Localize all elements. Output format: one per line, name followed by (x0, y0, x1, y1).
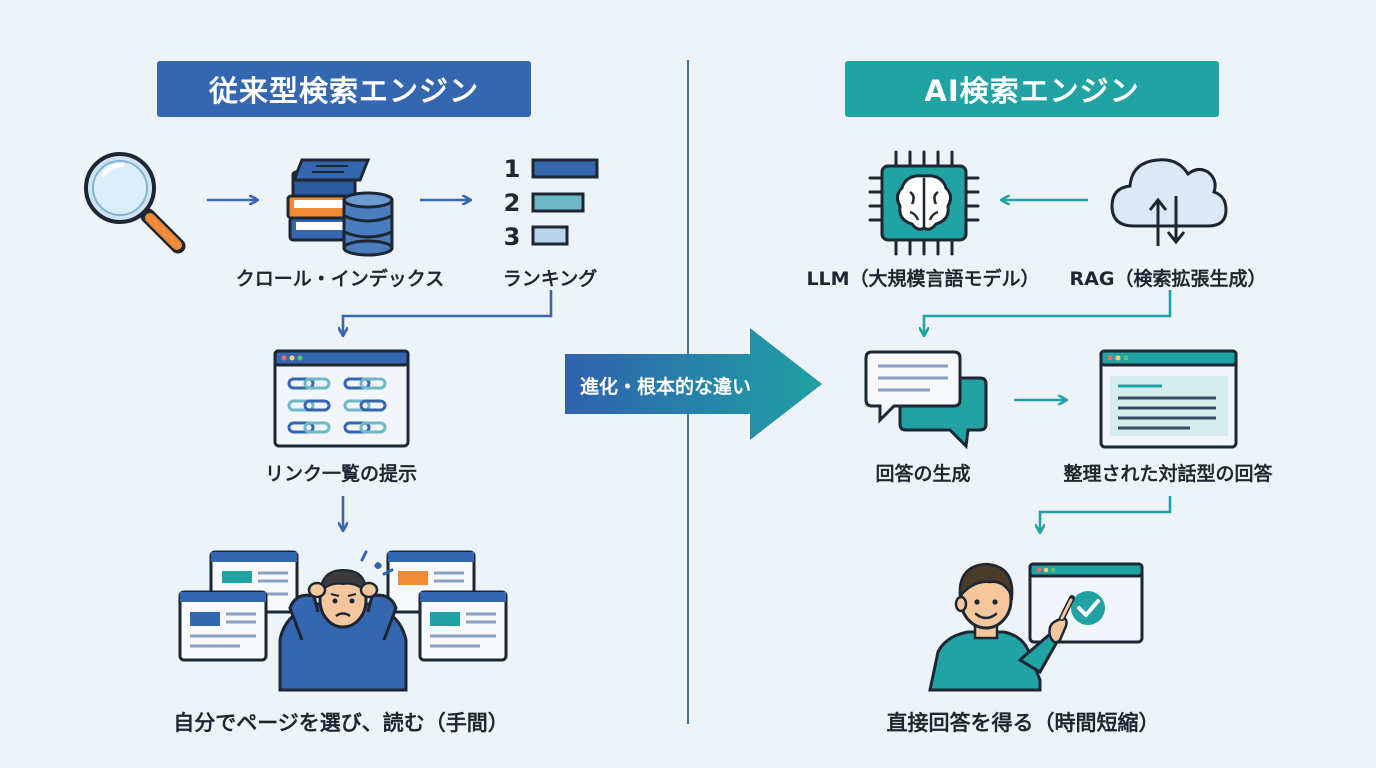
rank-number-2: 2 (503, 189, 521, 217)
web-page-icon (178, 550, 508, 662)
direct-answer-label: 直接回答を得る（時間短縮） (886, 711, 1160, 735)
link-list-browser-icon (273, 349, 410, 448)
arrow-ranking-to-links (343, 290, 553, 335)
happy-person-icon (928, 562, 1075, 692)
rag-label: RAG（検索拡張生成） (1069, 268, 1267, 290)
books-database-icon (286, 158, 394, 257)
rank-number-3: 3 (503, 223, 521, 251)
arrow-answer-to-direct (1040, 496, 1172, 532)
crawl-index-label: クロール・インデックス (235, 268, 445, 290)
check-window-icon (1028, 562, 1144, 644)
ai-search-title: AI検索エンジン (845, 61, 1219, 117)
ranking-bars-icon (531, 158, 599, 246)
arrow-rag-to-chat (924, 290, 1172, 335)
cloud-sync-icon (1110, 158, 1228, 246)
rank-number-1: 1 (503, 155, 521, 183)
chat-bubbles-icon (864, 350, 988, 450)
answer-document-icon (1099, 349, 1238, 449)
confused-person-icon (278, 550, 408, 692)
ranking-label: ランキング (502, 268, 598, 290)
link-list-label: リンク一覧の提示 (264, 463, 418, 485)
manual-reading-label: 自分でページを選び、読む（手間） (173, 711, 509, 735)
llm-label: LLM（大規模言語モデル） (806, 268, 1040, 290)
magnifier-icon (84, 152, 186, 254)
evolution-label: 進化・根本的な違い (580, 376, 752, 398)
ai-chip-brain-icon (868, 150, 980, 256)
dialog-answer-label: 整理された対話型の回答 (1063, 463, 1273, 485)
traditional-search-title: 従来型検索エンジン (157, 61, 531, 117)
evolution-arrow (565, 328, 822, 440)
answer-generation-label: 回答の生成 (875, 463, 971, 485)
